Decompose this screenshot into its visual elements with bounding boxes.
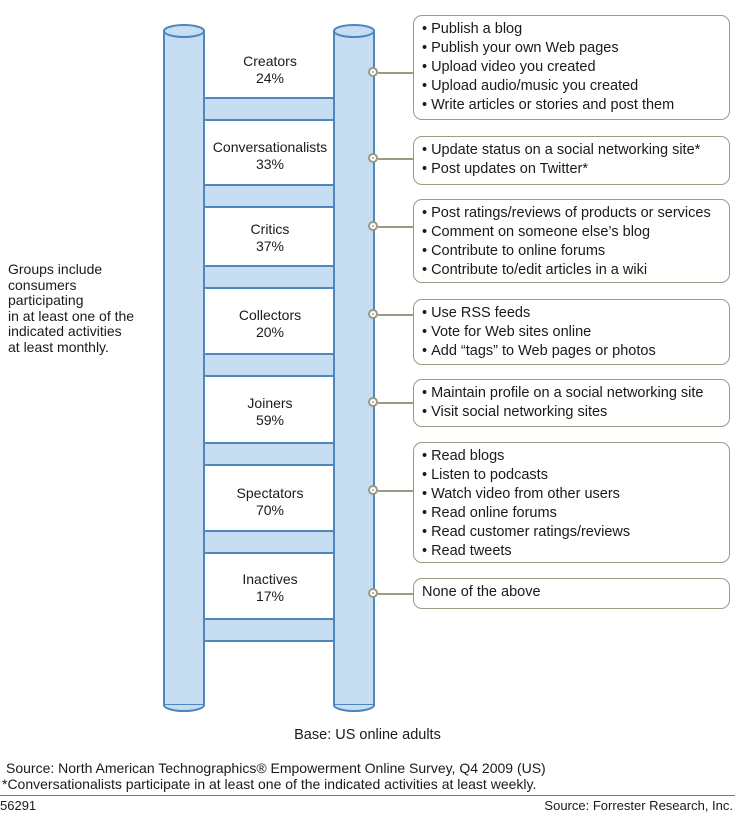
group-label-joiners: Joiners 59% [205,395,335,429]
group-name: Critics [250,221,290,237]
activity-item: Update status on a social networking sit… [422,141,721,160]
group-label-creators: Creators 24% [205,53,335,87]
side-note-line: participating [8,292,84,308]
activity-item: Contribute to/edit articles in a wiki [422,261,721,280]
connector-dot [368,309,378,319]
activity-item: Upload video you created [422,58,721,77]
activity-box-joiners: Maintain profile on a social networking … [413,379,730,427]
activity-box-spectators: Read blogs Listen to podcasts Watch vide… [413,442,730,563]
activity-item: Read tweets [422,542,721,561]
side-note-line: in at least one of the [8,307,135,324]
connector-dot [368,588,378,598]
connector-line [378,593,414,595]
group-label-spectators: Spectators 70% [205,485,335,519]
activity-item: Write articles or stories and post them [422,96,721,115]
ladder-rungs [195,97,345,642]
group-percent: 59% [255,412,285,428]
figure-code: 56291 [0,798,37,813]
connector-dot [368,221,378,231]
activity-item: Post updates on Twitter* [422,160,721,179]
ladder-right-rail [333,24,375,712]
activity-box-collectors: Use RSS feeds Vote for Web sites online … [413,299,730,365]
activity-box-inactives: None of the above [413,578,730,609]
group-percent: 24% [255,70,285,86]
group-name: Joiners [247,395,293,411]
ladder-left-rail [163,24,205,712]
ladder-rung [195,184,345,208]
activity-box-critics: Post ratings/reviews of products or serv… [413,199,730,283]
side-note-line: indicated activities [8,323,122,339]
side-note-line: consumers [8,276,77,293]
activity-item: Add “tags” to Web pages or photos [422,342,721,361]
group-name: Conversationalists [212,139,328,155]
group-label-conversationalists: Conversationalists 33% [205,139,335,173]
group-label-collectors: Collectors 20% [205,307,335,341]
activity-item: Maintain profile on a social networking … [422,384,721,403]
group-percent: 37% [255,238,285,254]
source-note: Source: North American Technographics® E… [6,760,546,776]
group-name: Inactives [242,571,298,587]
ladder-rung [195,353,345,377]
group-percent: 17% [255,588,285,604]
group-name: Creators [243,53,297,69]
source-credit: Source: Forrester Research, Inc. [544,798,733,813]
connector-line [378,226,414,228]
connector-line [378,490,414,492]
base-note: Base: US online adults [294,727,441,743]
ladder-rung [195,265,345,289]
connector-dot [368,485,378,495]
group-name: Spectators [236,485,304,501]
activity-item: Upload audio/music you created [422,77,721,96]
side-note-line: Groups include [8,261,103,277]
activity-item: Contribute to online forums [422,242,721,261]
connector-line [378,402,414,404]
activity-item: Read blogs [422,447,721,466]
group-label-critics: Critics 37% [205,221,335,255]
group-label-inactives: Inactives 17% [205,571,335,605]
connector-line [378,72,414,74]
activity-box-creators: Publish a blog Publish your own Web page… [413,15,730,120]
activity-item: Publish your own Web pages [422,39,721,58]
ladder-rung [195,97,345,121]
ladder-rung [195,442,345,466]
ladder-rung [195,618,345,642]
group-percent: 20% [255,324,285,340]
activity-item: Visit social networking sites [422,403,721,422]
activity-item: Watch video from other users [422,485,721,504]
group-percent: 33% [255,156,285,172]
connector-line [378,314,414,316]
group-name: Collectors [238,307,302,323]
activity-item: Listen to podcasts [422,466,721,485]
activity-item: Read online forums [422,504,721,523]
activity-item: Read customer ratings/reviews [422,523,721,542]
footnote: *Conversationalists participate in at le… [2,776,537,792]
connector-line [378,158,414,160]
activity-item: Post ratings/reviews of products or serv… [422,204,721,223]
connector-dot [368,397,378,407]
footer-divider [0,795,735,796]
group-percent: 70% [255,502,285,518]
side-note-line: at least monthly. [8,338,109,355]
activity-item: Comment on someone else’s blog [422,223,721,242]
activity-item: Publish a blog [422,20,721,39]
connector-dot [368,67,378,77]
side-note: Groups include consumers participating i… [8,261,158,355]
ladder-rung [195,530,345,554]
activity-item: Use RSS feeds [422,304,721,323]
activity-item: Vote for Web sites online [422,323,721,342]
activity-box-conversationalists: Update status on a social networking sit… [413,136,730,185]
activity-item: None of the above [422,584,541,600]
connector-dot [368,153,378,163]
